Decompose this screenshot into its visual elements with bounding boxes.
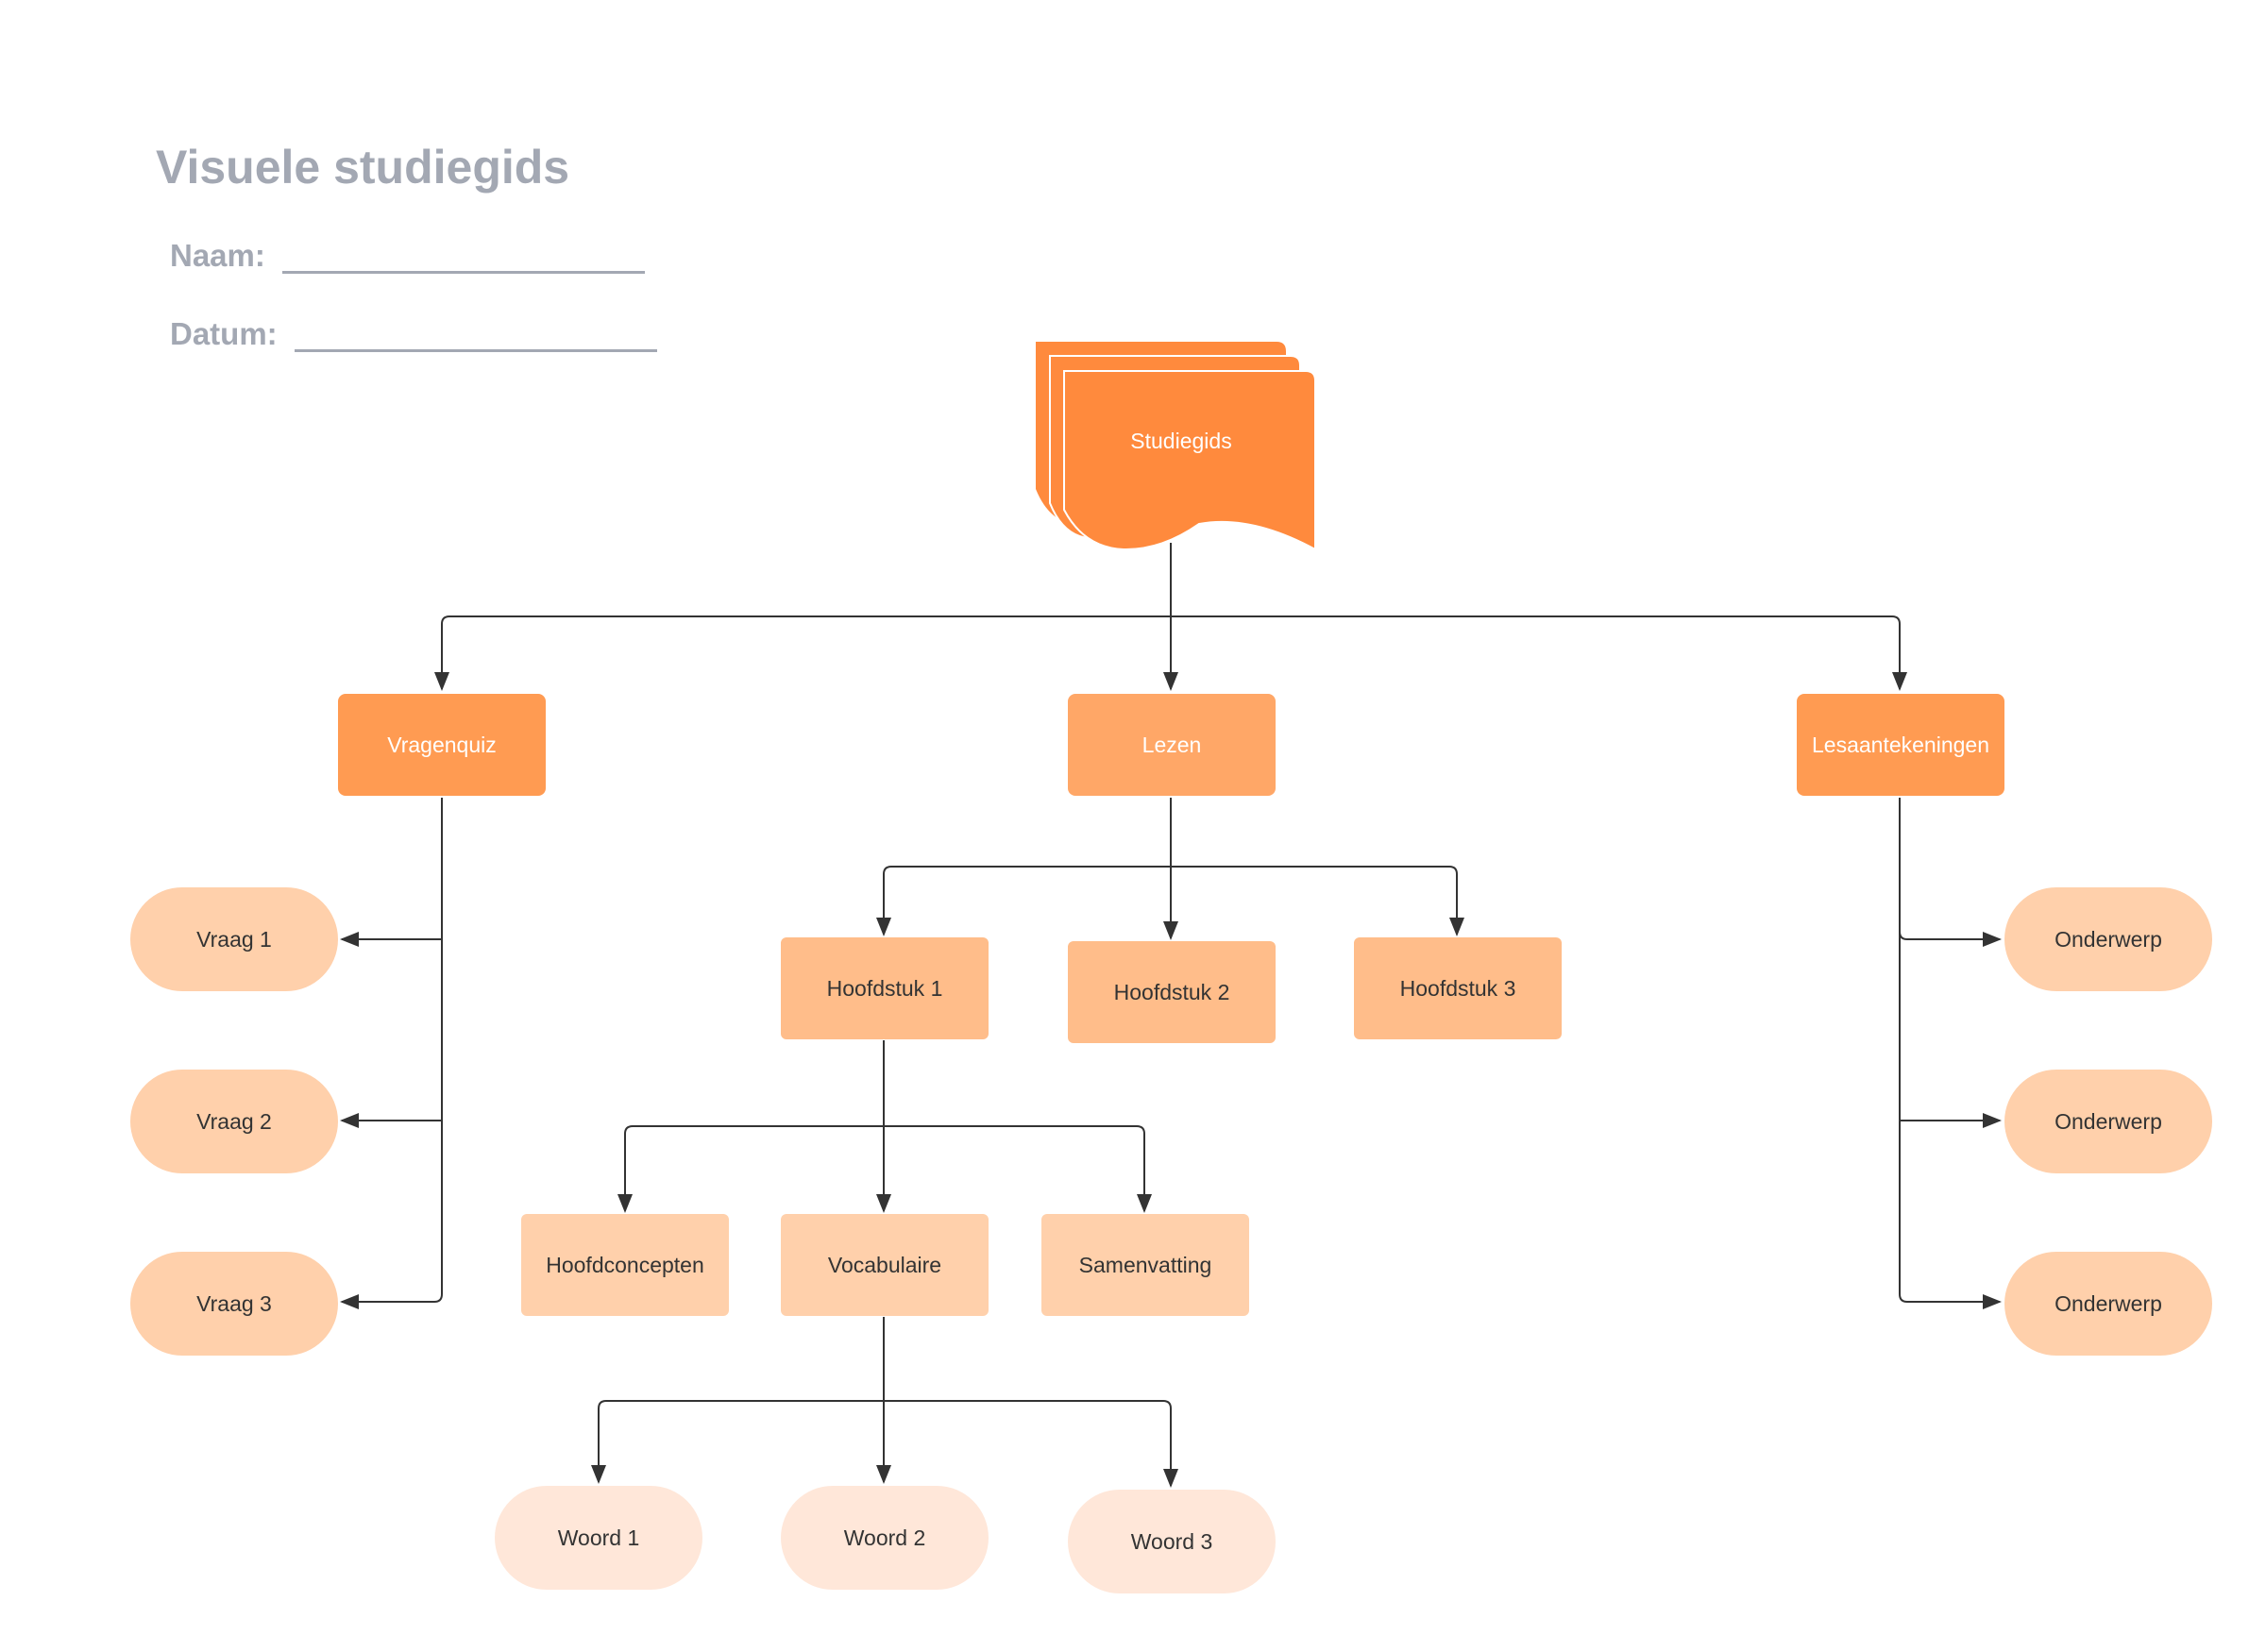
connector-vocab-w1	[591, 1400, 884, 1484]
chapter-part-node[interactable]: Vocabulaire	[781, 1214, 989, 1316]
question-node[interactable]: Vraag 1	[130, 887, 338, 991]
root-label: Studiegids	[1130, 429, 1231, 453]
chapter-part-label: Vocabulaire	[828, 1253, 941, 1277]
chapter-part-label: Hoofdconcepten	[546, 1253, 704, 1277]
date-field: Datum:	[170, 316, 657, 352]
question-node[interactable]: Vraag 2	[130, 1070, 338, 1173]
connector-root-notes	[1171, 615, 1907, 691]
word-label: Woord 3	[1131, 1529, 1213, 1554]
topic-label: Onderwerp	[2055, 1291, 2162, 1316]
name-blank-line[interactable]	[281, 244, 645, 274]
connector-notes-t1	[1899, 798, 2002, 947]
connector-root-quiz	[434, 615, 1171, 691]
word-label: Woord 2	[844, 1526, 926, 1550]
connector-ch1-summary	[884, 1125, 1152, 1213]
question-label: Vraag 2	[196, 1109, 272, 1134]
connector-reading-ch3	[1171, 866, 1464, 936]
topic-label: Onderwerp	[2055, 1109, 2162, 1134]
chapter-node[interactable]: Hoofdstuk 1	[781, 937, 989, 1039]
date-blank-line[interactable]	[294, 323, 657, 352]
branch-quiz[interactable]: Vragenquiz	[338, 694, 546, 796]
chapter-label: Hoofdstuk 3	[1400, 976, 1516, 1001]
branch-notes-label: Lesaantekeningen	[1812, 733, 1989, 757]
name-field: Naam:	[170, 238, 645, 274]
question-label: Vraag 3	[196, 1291, 272, 1316]
word-node[interactable]: Woord 1	[495, 1486, 702, 1590]
connector-reading-ch1	[876, 866, 1171, 936]
branch-reading[interactable]: Lezen	[1068, 694, 1276, 796]
topic-node[interactable]: Onderwerp	[2004, 887, 2212, 991]
chapter-part-node[interactable]: Hoofdconcepten	[521, 1214, 729, 1316]
question-label: Vraag 1	[196, 927, 272, 952]
connector-ch1-concepts	[617, 1125, 884, 1213]
root-node[interactable]: Studiegids	[1036, 342, 1316, 551]
connector-quiz-q3	[340, 798, 443, 1309]
connectors	[340, 543, 2002, 1488]
name-label: Naam:	[170, 238, 265, 273]
chapter-node[interactable]: Hoofdstuk 3	[1354, 937, 1562, 1039]
chapter-label: Hoofdstuk 2	[1114, 980, 1230, 1004]
topic-label: Onderwerp	[2055, 927, 2162, 952]
chapter-node[interactable]: Hoofdstuk 2	[1068, 941, 1276, 1043]
word-label: Woord 1	[558, 1526, 640, 1550]
page-title: Visuele studiegids	[156, 141, 570, 194]
topic-node[interactable]: Onderwerp	[2004, 1070, 2212, 1173]
word-node[interactable]: Woord 3	[1068, 1490, 1276, 1593]
connector-notes-t3	[1899, 798, 2002, 1309]
connector-vocab-w3	[884, 1400, 1178, 1488]
branch-quiz-label: Vragenquiz	[387, 733, 497, 757]
branch-notes[interactable]: Lesaantekeningen	[1797, 694, 2004, 796]
word-node[interactable]: Woord 2	[781, 1486, 989, 1590]
chapter-label: Hoofdstuk 1	[827, 976, 943, 1001]
date-label: Datum:	[170, 316, 278, 351]
topic-node[interactable]: Onderwerp	[2004, 1252, 2212, 1356]
branch-reading-label: Lezen	[1142, 733, 1202, 757]
chapter-part-node[interactable]: Samenvatting	[1041, 1214, 1249, 1316]
chapter-part-label: Samenvatting	[1079, 1253, 1212, 1277]
question-node[interactable]: Vraag 3	[130, 1252, 338, 1356]
